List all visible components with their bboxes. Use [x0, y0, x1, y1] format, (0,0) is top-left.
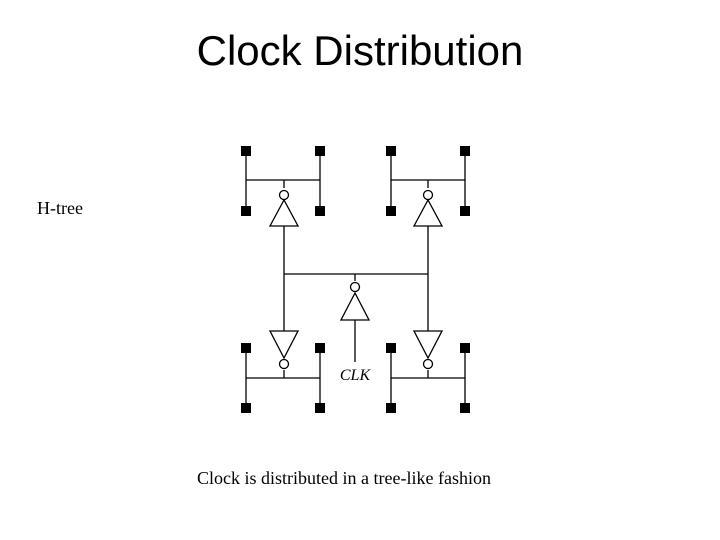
leaf-pad — [241, 146, 251, 156]
leaf-pad — [315, 206, 325, 216]
inverter-center — [339, 281, 371, 321]
sub-h-bottom-left — [245, 348, 321, 408]
leaf-pad — [386, 403, 396, 413]
sub-h-top-right — [390, 151, 466, 211]
inverter-top-left — [268, 189, 300, 227]
slide-title: Clock Distribution — [196, 27, 524, 74]
leaf-pad — [386, 146, 396, 156]
inverter-bottom-left — [268, 330, 300, 370]
leaf-pad — [315, 146, 325, 156]
leaf-pad — [241, 343, 251, 353]
leaf-pad — [386, 343, 396, 353]
leaf-pad — [386, 206, 396, 216]
leaf-pad — [241, 206, 251, 216]
clk-input-label: CLK — [340, 367, 372, 384]
leaf-pad — [315, 343, 325, 353]
sub-h-bottom-right — [390, 348, 466, 408]
h-tree-label: H-tree — [37, 198, 83, 218]
leaf-pad — [315, 403, 325, 413]
inverter-top-right — [412, 189, 444, 227]
leaf-pads — [241, 146, 470, 413]
sub-h-top-left — [245, 151, 321, 211]
leaf-pad — [460, 343, 470, 353]
slide-caption: Clock is distributed in a tree-like fash… — [197, 468, 491, 488]
leaf-pad — [241, 403, 251, 413]
leaf-pad — [460, 403, 470, 413]
leaf-pad — [460, 206, 470, 216]
inverter-bottom-right — [412, 330, 444, 370]
leaf-pad — [460, 146, 470, 156]
